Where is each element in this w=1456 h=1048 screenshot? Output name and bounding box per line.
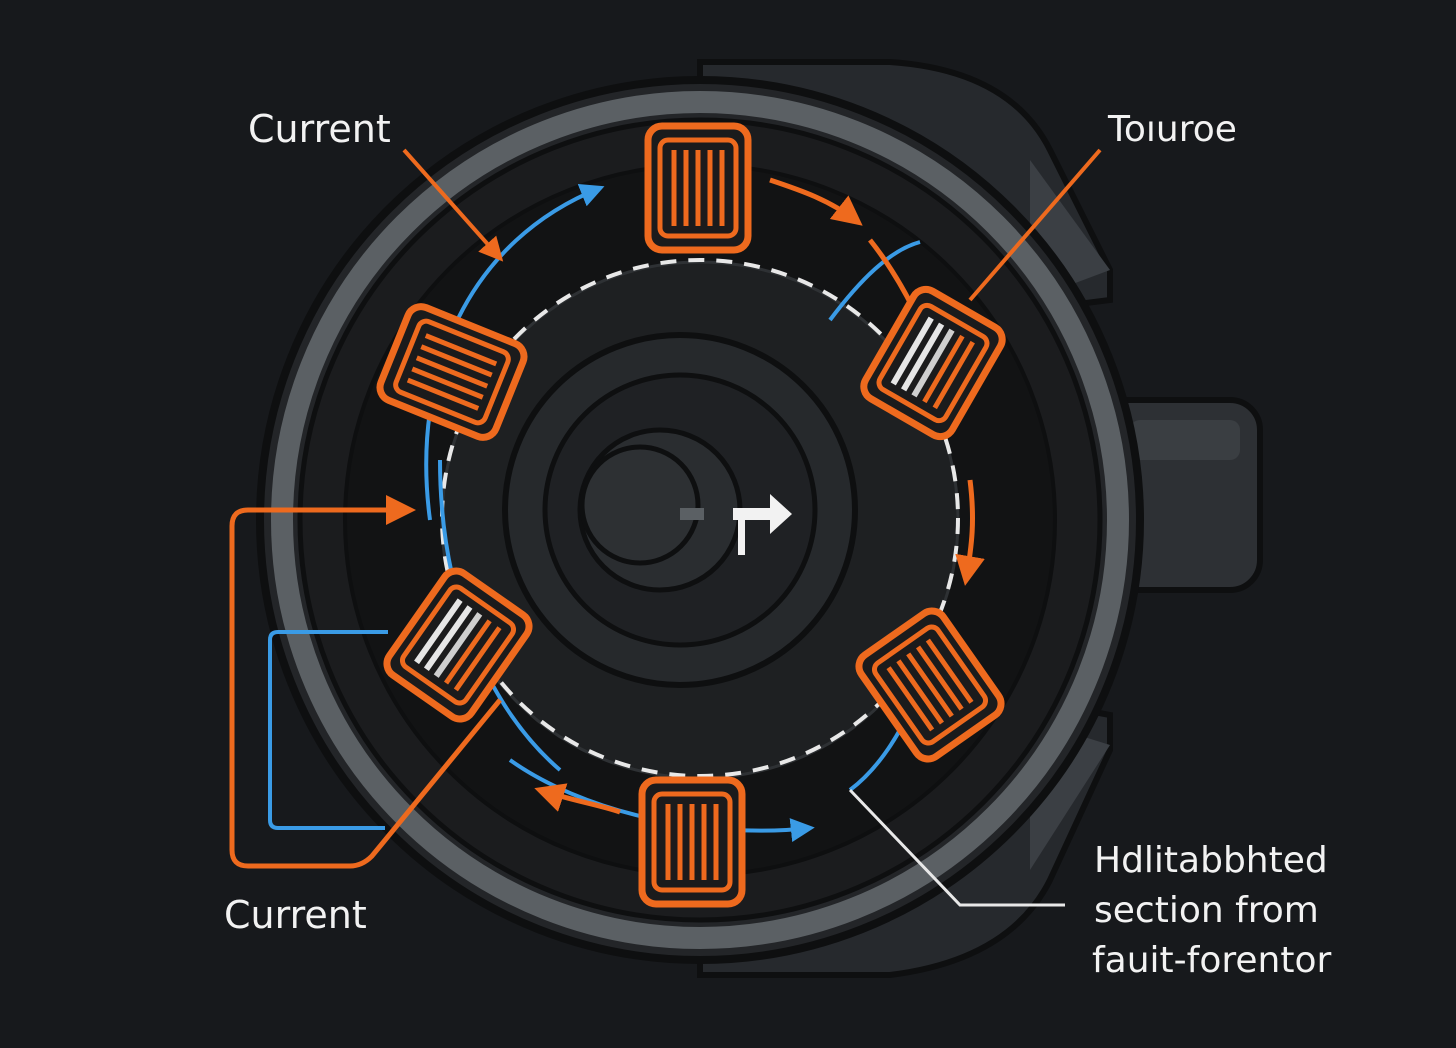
label-highlight-line3: fauit-forentor <box>1092 940 1331 981</box>
stator-coil-top <box>648 126 748 250</box>
label-current-bottom: Current <box>224 893 367 937</box>
air-gap-dashed-circle <box>440 258 960 778</box>
label-highlight-line1: Hdlitabbhted <box>1094 840 1328 881</box>
rotor <box>440 260 960 780</box>
label-highlight-line2: section from <box>1094 890 1319 931</box>
label-current-top: Current <box>248 107 391 151</box>
leader-lines <box>402 148 1102 907</box>
rotation-direction-arrow-icon <box>733 494 792 555</box>
stator-coil-bottom <box>642 780 742 904</box>
label-torque: Toıuroe <box>1107 109 1237 150</box>
